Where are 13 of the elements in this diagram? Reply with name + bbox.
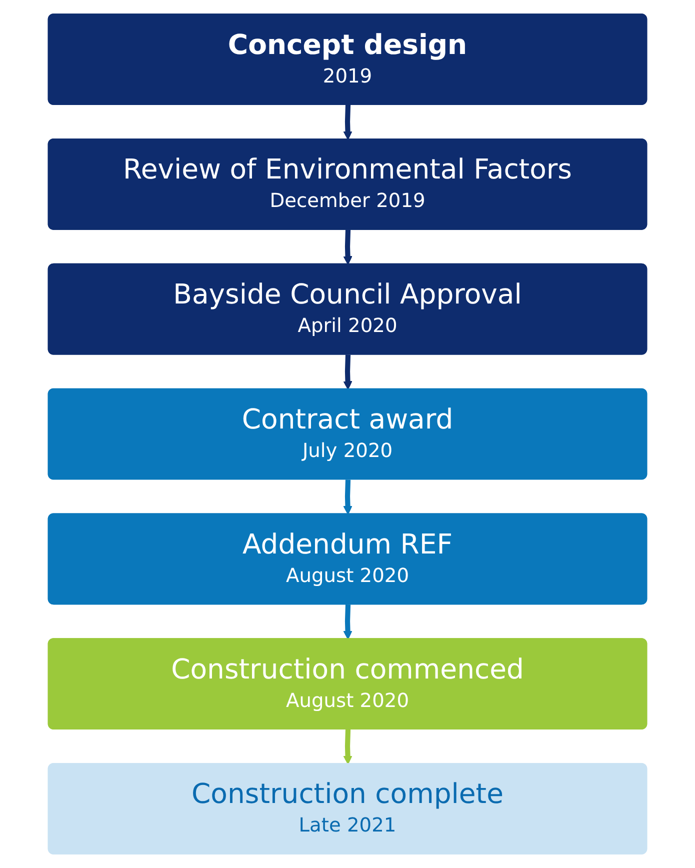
arrow [343, 104, 352, 140]
arrow [343, 230, 352, 265]
process-box: Concept design 2019 [48, 14, 648, 105]
process-box: Contract award July 2020 [48, 388, 648, 480]
arrow [343, 480, 352, 515]
arrow [343, 354, 352, 390]
process-box: Review of Environmental Factors December 2019 [48, 138, 648, 230]
arrow [343, 604, 352, 640]
arrow [343, 729, 352, 764]
process-box: Bayside Council Approval April 2020 [48, 263, 648, 355]
process-box: Construction commenced August 2020 [48, 638, 648, 730]
process-box: Construction complete Late 2021 [48, 763, 648, 854]
process-box: Addendum REF August 2020 [48, 513, 648, 605]
